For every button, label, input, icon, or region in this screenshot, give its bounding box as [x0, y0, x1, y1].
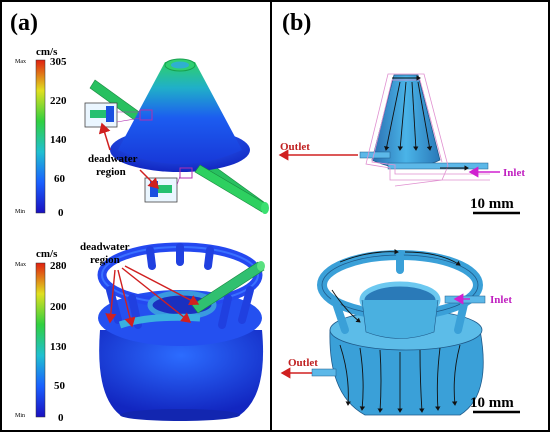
panel-b-label: (b) [282, 10, 311, 36]
panel-a-label: (a) [10, 10, 38, 36]
bottom-velocity-model: deadwater region [80, 241, 265, 421]
bottom-tick-0: 280 [50, 260, 67, 272]
panel-b: (b) Outlet Inlet [278, 10, 525, 416]
bottom-tick-1: 200 [50, 301, 67, 313]
bottom-inlet-label: Inlet [490, 294, 512, 306]
top-colorbar [35, 59, 46, 214]
bottom-color-scale: cm/s Max Min 280 200 130 50 0 [15, 248, 67, 424]
top-inlet-label: Inlet [503, 167, 525, 179]
top-tick-3: 60 [54, 173, 66, 185]
top-tick-2: 140 [50, 134, 67, 146]
bottom-tick-4: 0 [58, 412, 64, 424]
top-scale-max-tag: Max [15, 59, 26, 65]
bottom-scalebar: 10 mm [470, 395, 520, 414]
top-deadwater-label: deadwater region [88, 153, 140, 178]
top-tick-1: 220 [50, 95, 67, 107]
bottom-outlet-label: Outlet [288, 357, 318, 369]
top-tick-0: 305 [50, 56, 67, 68]
bottom-scale-unit: cm/s [36, 248, 58, 260]
top-flow-model: Outlet Inlet [278, 73, 525, 187]
bottom-deadwater-label: deadwater region [80, 241, 132, 266]
panel-a: (a) cm/s Max Min 305 220 140 60 0 [10, 10, 269, 424]
top-scalebar: 10 mm [470, 196, 520, 215]
top-scale-min-tag: Min [15, 209, 25, 215]
bottom-flow-model: Outlet Inlet [280, 249, 512, 416]
top-velocity-model: deadwater region [84, 58, 269, 214]
bottom-scalebar-label: 10 mm [470, 395, 514, 411]
top-color-scale: cm/s Max Min 305 220 140 60 0 [15, 46, 67, 219]
bottom-scale-max-tag: Max [15, 262, 26, 268]
top-outlet-label: Outlet [280, 141, 310, 153]
bottom-tick-2: 130 [50, 341, 67, 353]
top-scale-unit: cm/s [36, 46, 58, 58]
top-scalebar-label: 10 mm [470, 196, 514, 212]
top-tick-4: 0 [58, 207, 64, 219]
bottom-scale-min-tag: Min [15, 413, 25, 419]
bottom-colorbar [35, 262, 46, 418]
bottom-tick-3: 50 [54, 380, 66, 392]
